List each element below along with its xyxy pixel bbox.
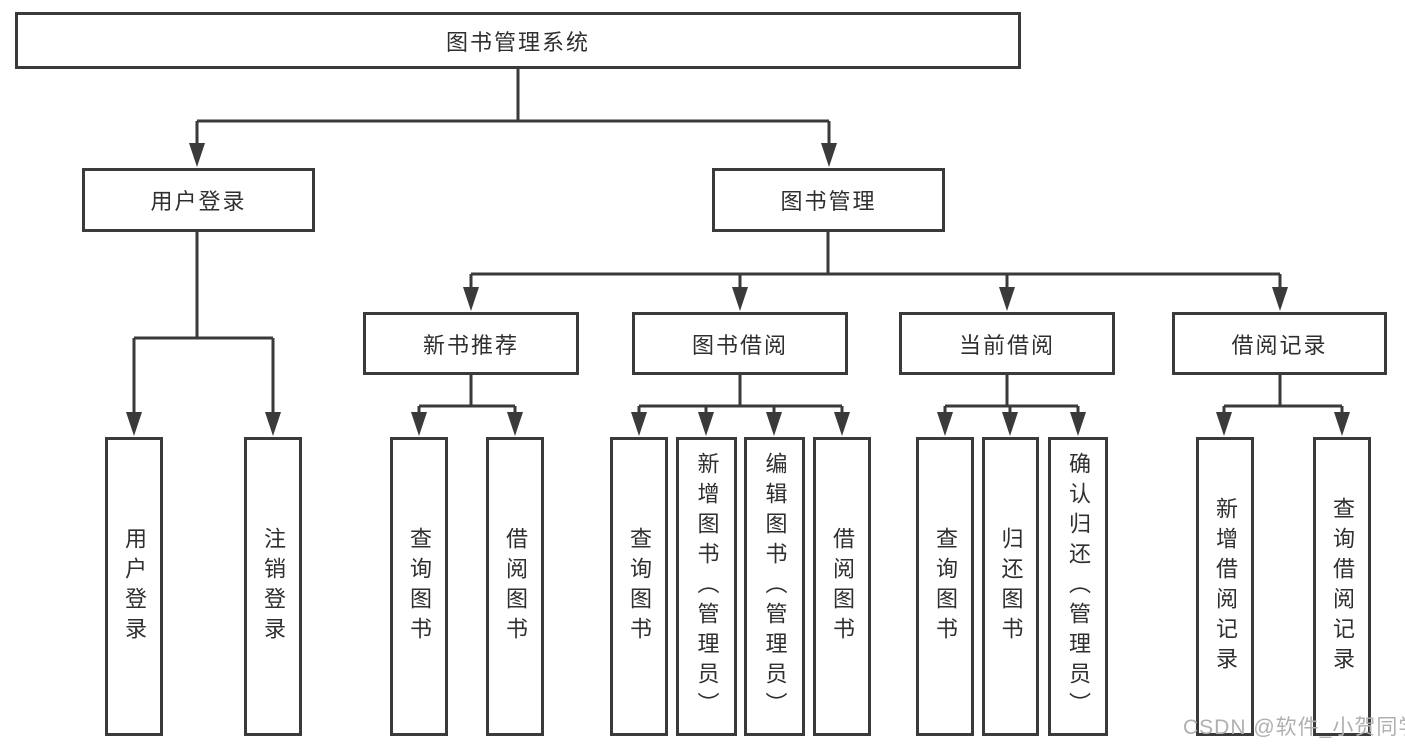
node-user-login: 用户登录 — [82, 168, 315, 232]
leaf-add-books-admin: 新增图书（管理员） — [676, 437, 737, 736]
arrowheads — [126, 143, 1350, 436]
node-current-borrowing: 当前借阅 — [899, 312, 1115, 375]
node-new-book-recommend: 新书推荐 — [363, 312, 579, 375]
leaf-edit-books-admin: 编辑图书（管理员） — [744, 437, 805, 736]
leaf-query-books-current: 查询图书 — [916, 437, 974, 736]
leaf-borrow-books: 借阅图书 — [813, 437, 871, 736]
watermark: CSDN @软件_小贺同学 — [1183, 716, 1405, 739]
node-book-management: 图书管理 — [712, 168, 945, 232]
leaf-query-books-recommend: 查询图书 — [390, 437, 448, 736]
leaf-query-borrow-record: 查询借阅记录 — [1313, 437, 1371, 736]
leaf-logout: 注销登录 — [244, 437, 302, 736]
leaf-user-login: 用户登录 — [105, 437, 163, 736]
node-borrowing-records: 借阅记录 — [1172, 312, 1387, 375]
leaf-query-books-borrowing: 查询图书 — [610, 437, 668, 736]
node-book-borrowing: 图书借阅 — [632, 312, 848, 375]
node-library-system: 图书管理系统 — [15, 12, 1021, 69]
leaf-return-books: 归还图书 — [982, 437, 1039, 736]
leaf-add-borrow-record: 新增借阅记录 — [1196, 437, 1254, 736]
leaf-confirm-return-admin: 确认归还（管理员） — [1048, 437, 1108, 736]
leaf-borrow-books-recommend: 借阅图书 — [486, 437, 544, 736]
